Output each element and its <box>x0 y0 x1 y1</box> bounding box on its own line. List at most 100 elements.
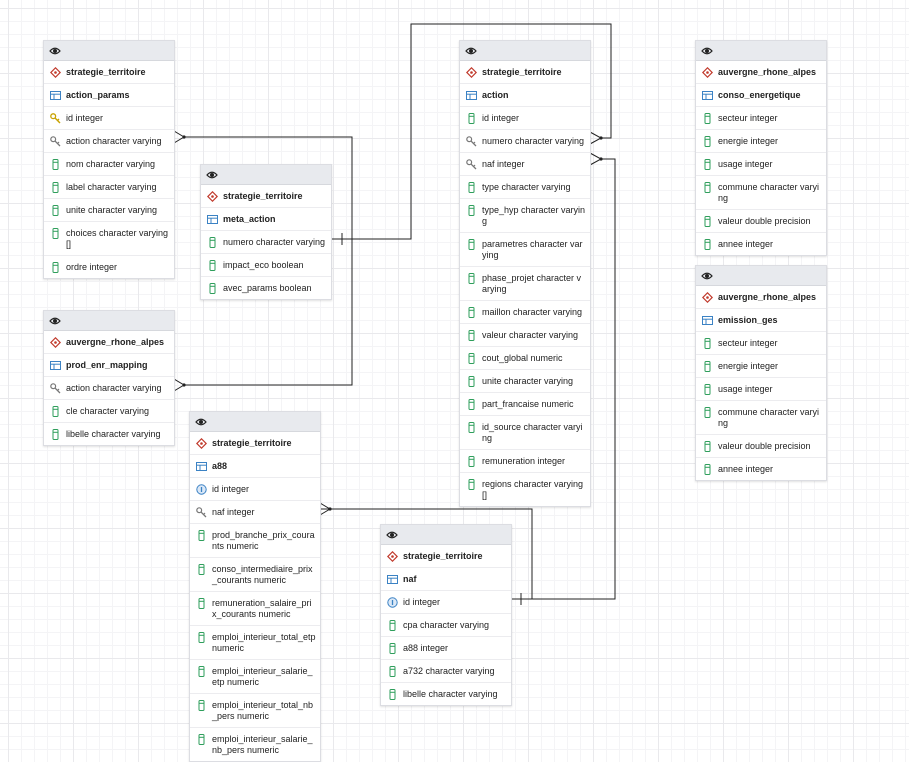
column-row[interactable]: valeur double precision <box>696 210 826 233</box>
column-row[interactable]: libelle character varying <box>381 683 511 705</box>
column-row[interactable]: a88 integer <box>381 637 511 660</box>
column-icon <box>702 113 713 124</box>
table-name[interactable]: a88 <box>190 455 320 478</box>
column-row[interactable]: unite character varying <box>44 199 174 222</box>
column-row[interactable]: naf integer <box>460 153 590 176</box>
column-row[interactable]: nom character varying <box>44 153 174 176</box>
column-row[interactable]: emploi_interieur_salarie_nb_pers numeric <box>190 728 320 761</box>
eye-icon[interactable] <box>464 44 477 57</box>
column-row[interactable]: a732 character varying <box>381 660 511 683</box>
column-row[interactable]: cpa character varying <box>381 614 511 637</box>
column-row[interactable]: avec_params boolean <box>201 277 331 299</box>
column-row[interactable]: remuneration_salaire_prix_courants numer… <box>190 592 320 626</box>
column-row[interactable]: usage integer <box>696 378 826 401</box>
table-header <box>696 266 826 286</box>
column-row[interactable]: emploi_interieur_salarie_etp numeric <box>190 660 320 694</box>
column-row[interactable]: ordre integer <box>44 256 174 278</box>
table-name[interactable]: conso_energetique <box>696 84 826 107</box>
column-row[interactable]: remuneration integer <box>460 450 590 473</box>
column-row[interactable]: part_francaise numeric <box>460 393 590 416</box>
column-row[interactable]: unite character varying <box>460 370 590 393</box>
column-row[interactable]: conso_intermediaire_prix_courants numeri… <box>190 558 320 592</box>
foreign-key-icon <box>50 383 61 394</box>
column-row[interactable]: type character varying <box>460 176 590 199</box>
schema-name[interactable]: strategie_territoire <box>44 61 174 84</box>
column-row-label: cout_global numeric <box>482 353 563 363</box>
schema-name[interactable]: auvergne_rhone_alpes <box>696 286 826 309</box>
schema-name[interactable]: strategie_territoire <box>190 432 320 455</box>
eye-icon[interactable] <box>385 528 398 541</box>
column-row[interactable]: valeur character varying <box>460 324 590 347</box>
column-row[interactable]: libelle character varying <box>44 423 174 445</box>
column-row[interactable]: regions character varying[] <box>460 473 590 506</box>
table-name[interactable]: prod_enr_mapping <box>44 354 174 377</box>
column-row[interactable]: impact_eco boolean <box>201 254 331 277</box>
column-row[interactable]: prod_branche_prix_courants numeric <box>190 524 320 558</box>
column-row[interactable]: emploi_interieur_total_nb_pers numeric <box>190 694 320 728</box>
schema-name-label: auvergne_rhone_alpes <box>66 337 165 347</box>
column-row-label: numero character varying <box>482 136 585 146</box>
table-name[interactable]: meta_action <box>201 208 331 231</box>
column-row[interactable]: commune character varying <box>696 176 826 210</box>
column-row[interactable]: label character varying <box>44 176 174 199</box>
eye-icon[interactable] <box>194 415 207 428</box>
schema-name[interactable]: strategie_territoire <box>460 61 590 84</box>
column-icon <box>466 307 477 318</box>
column-row[interactable]: phase_projet character varying <box>460 267 590 301</box>
column-row[interactable]: cout_global numeric <box>460 347 590 370</box>
schema-name[interactable]: strategie_territoire <box>201 185 331 208</box>
table-name[interactable]: emission_ges <box>696 309 826 332</box>
column-row[interactable]: id integer <box>381 591 511 614</box>
column-row[interactable]: parametres character varying <box>460 233 590 267</box>
column-row[interactable]: id integer <box>460 107 590 130</box>
column-row[interactable]: naf integer <box>190 501 320 524</box>
column-icon <box>466 376 477 387</box>
column-row[interactable]: action character varying <box>44 130 174 153</box>
column-row[interactable]: commune character varying <box>696 401 826 435</box>
eye-icon[interactable] <box>700 44 713 57</box>
table-name-label: prod_enr_mapping <box>66 360 148 370</box>
column-row-label: naf integer <box>212 507 255 517</box>
table-name[interactable]: action <box>460 84 590 107</box>
column-row[interactable]: annee integer <box>696 458 826 480</box>
column-row[interactable]: id integer <box>44 107 174 130</box>
schema-name[interactable]: strategie_territoire <box>381 545 511 568</box>
column-row[interactable]: secteur integer <box>696 107 826 130</box>
eye-icon[interactable] <box>700 269 713 282</box>
column-row[interactable]: energie integer <box>696 130 826 153</box>
table-name[interactable]: action_params <box>44 84 174 107</box>
column-row[interactable]: maillon character varying <box>460 301 590 324</box>
column-row[interactable]: id integer <box>190 478 320 501</box>
column-icon <box>50 406 61 417</box>
schema-name[interactable]: auvergne_rhone_alpes <box>44 331 174 354</box>
column-icon <box>466 353 477 364</box>
column-row[interactable]: usage integer <box>696 153 826 176</box>
column-row[interactable]: action character varying <box>44 377 174 400</box>
eye-icon[interactable] <box>205 168 218 181</box>
column-row[interactable]: energie integer <box>696 355 826 378</box>
column-row[interactable]: emploi_interieur_total_etp numeric <box>190 626 320 660</box>
column-row[interactable]: numero character varying <box>201 231 331 254</box>
column-row[interactable]: type_hyp character varying <box>460 199 590 233</box>
eye-icon[interactable] <box>48 44 61 57</box>
column-row[interactable]: cle character varying <box>44 400 174 423</box>
column-row[interactable]: valeur double precision <box>696 435 826 458</box>
eye-icon[interactable] <box>48 314 61 327</box>
table-name[interactable]: naf <box>381 568 511 591</box>
column-row[interactable]: choices character varying[] <box>44 222 174 256</box>
column-row[interactable]: numero character varying <box>460 130 590 153</box>
column-row[interactable]: id_source character varying <box>460 416 590 450</box>
column-row-label: secteur integer <box>718 113 778 123</box>
column-row[interactable]: annee integer <box>696 233 826 255</box>
schema-name[interactable]: auvergne_rhone_alpes <box>696 61 826 84</box>
column-row[interactable]: secteur integer <box>696 332 826 355</box>
table-header <box>44 311 174 331</box>
